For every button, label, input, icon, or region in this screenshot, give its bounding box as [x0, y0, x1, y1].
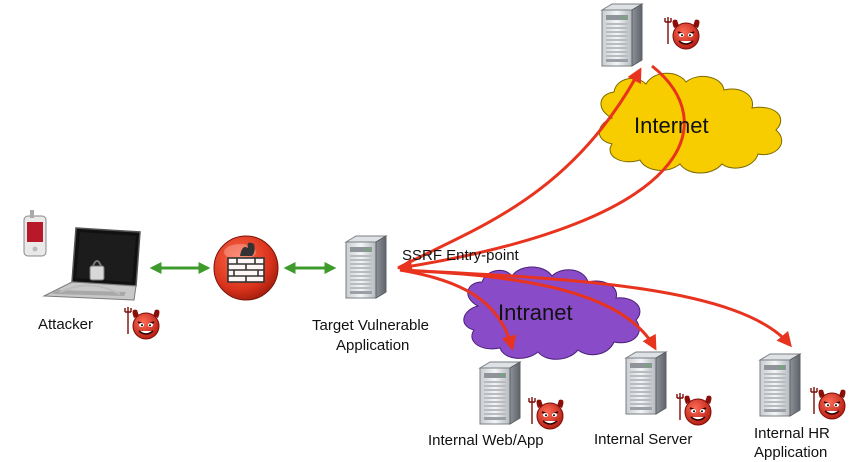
attacker-label: Attacker — [38, 316, 94, 333]
firewall-icon — [213, 235, 279, 301]
intranet-label: Intranet — [498, 300, 573, 325]
server-icon — [601, 3, 643, 67]
devil-icon — [124, 306, 161, 340]
server-icon — [345, 235, 387, 299]
server-icon — [625, 351, 667, 415]
internet-label: Internet — [634, 113, 709, 138]
phone-icon — [23, 210, 47, 257]
arrow-to-internet-server — [397, 67, 642, 270]
arrow-to-internal-hr — [399, 268, 792, 348]
server-icon — [479, 361, 521, 425]
target-label-line1: Target Vulnerable — [312, 317, 430, 334]
internal-web-label: Internal Web/App — [428, 432, 544, 449]
devil-icon — [528, 396, 565, 430]
cloud-icon — [598, 72, 783, 174]
arrow-to-internal-web — [399, 268, 517, 351]
devil-icon — [664, 16, 701, 50]
devil-icon — [676, 392, 713, 426]
arrow-from-internet-server — [397, 64, 686, 274]
target-label-line2: Application — [336, 337, 410, 354]
internal-server-label: Internal Server — [594, 431, 693, 448]
devil-icon — [810, 386, 847, 420]
internal-hr-label-line2: Application — [754, 444, 828, 461]
server-icon — [759, 353, 801, 417]
attack-arrows — [397, 64, 792, 351]
internal-hr-label-line1: Internal HR — [754, 425, 830, 442]
internet-cloud — [598, 72, 783, 174]
ssrf-label: SSRF Entry-point — [402, 247, 519, 264]
laptop-icon — [42, 227, 141, 301]
